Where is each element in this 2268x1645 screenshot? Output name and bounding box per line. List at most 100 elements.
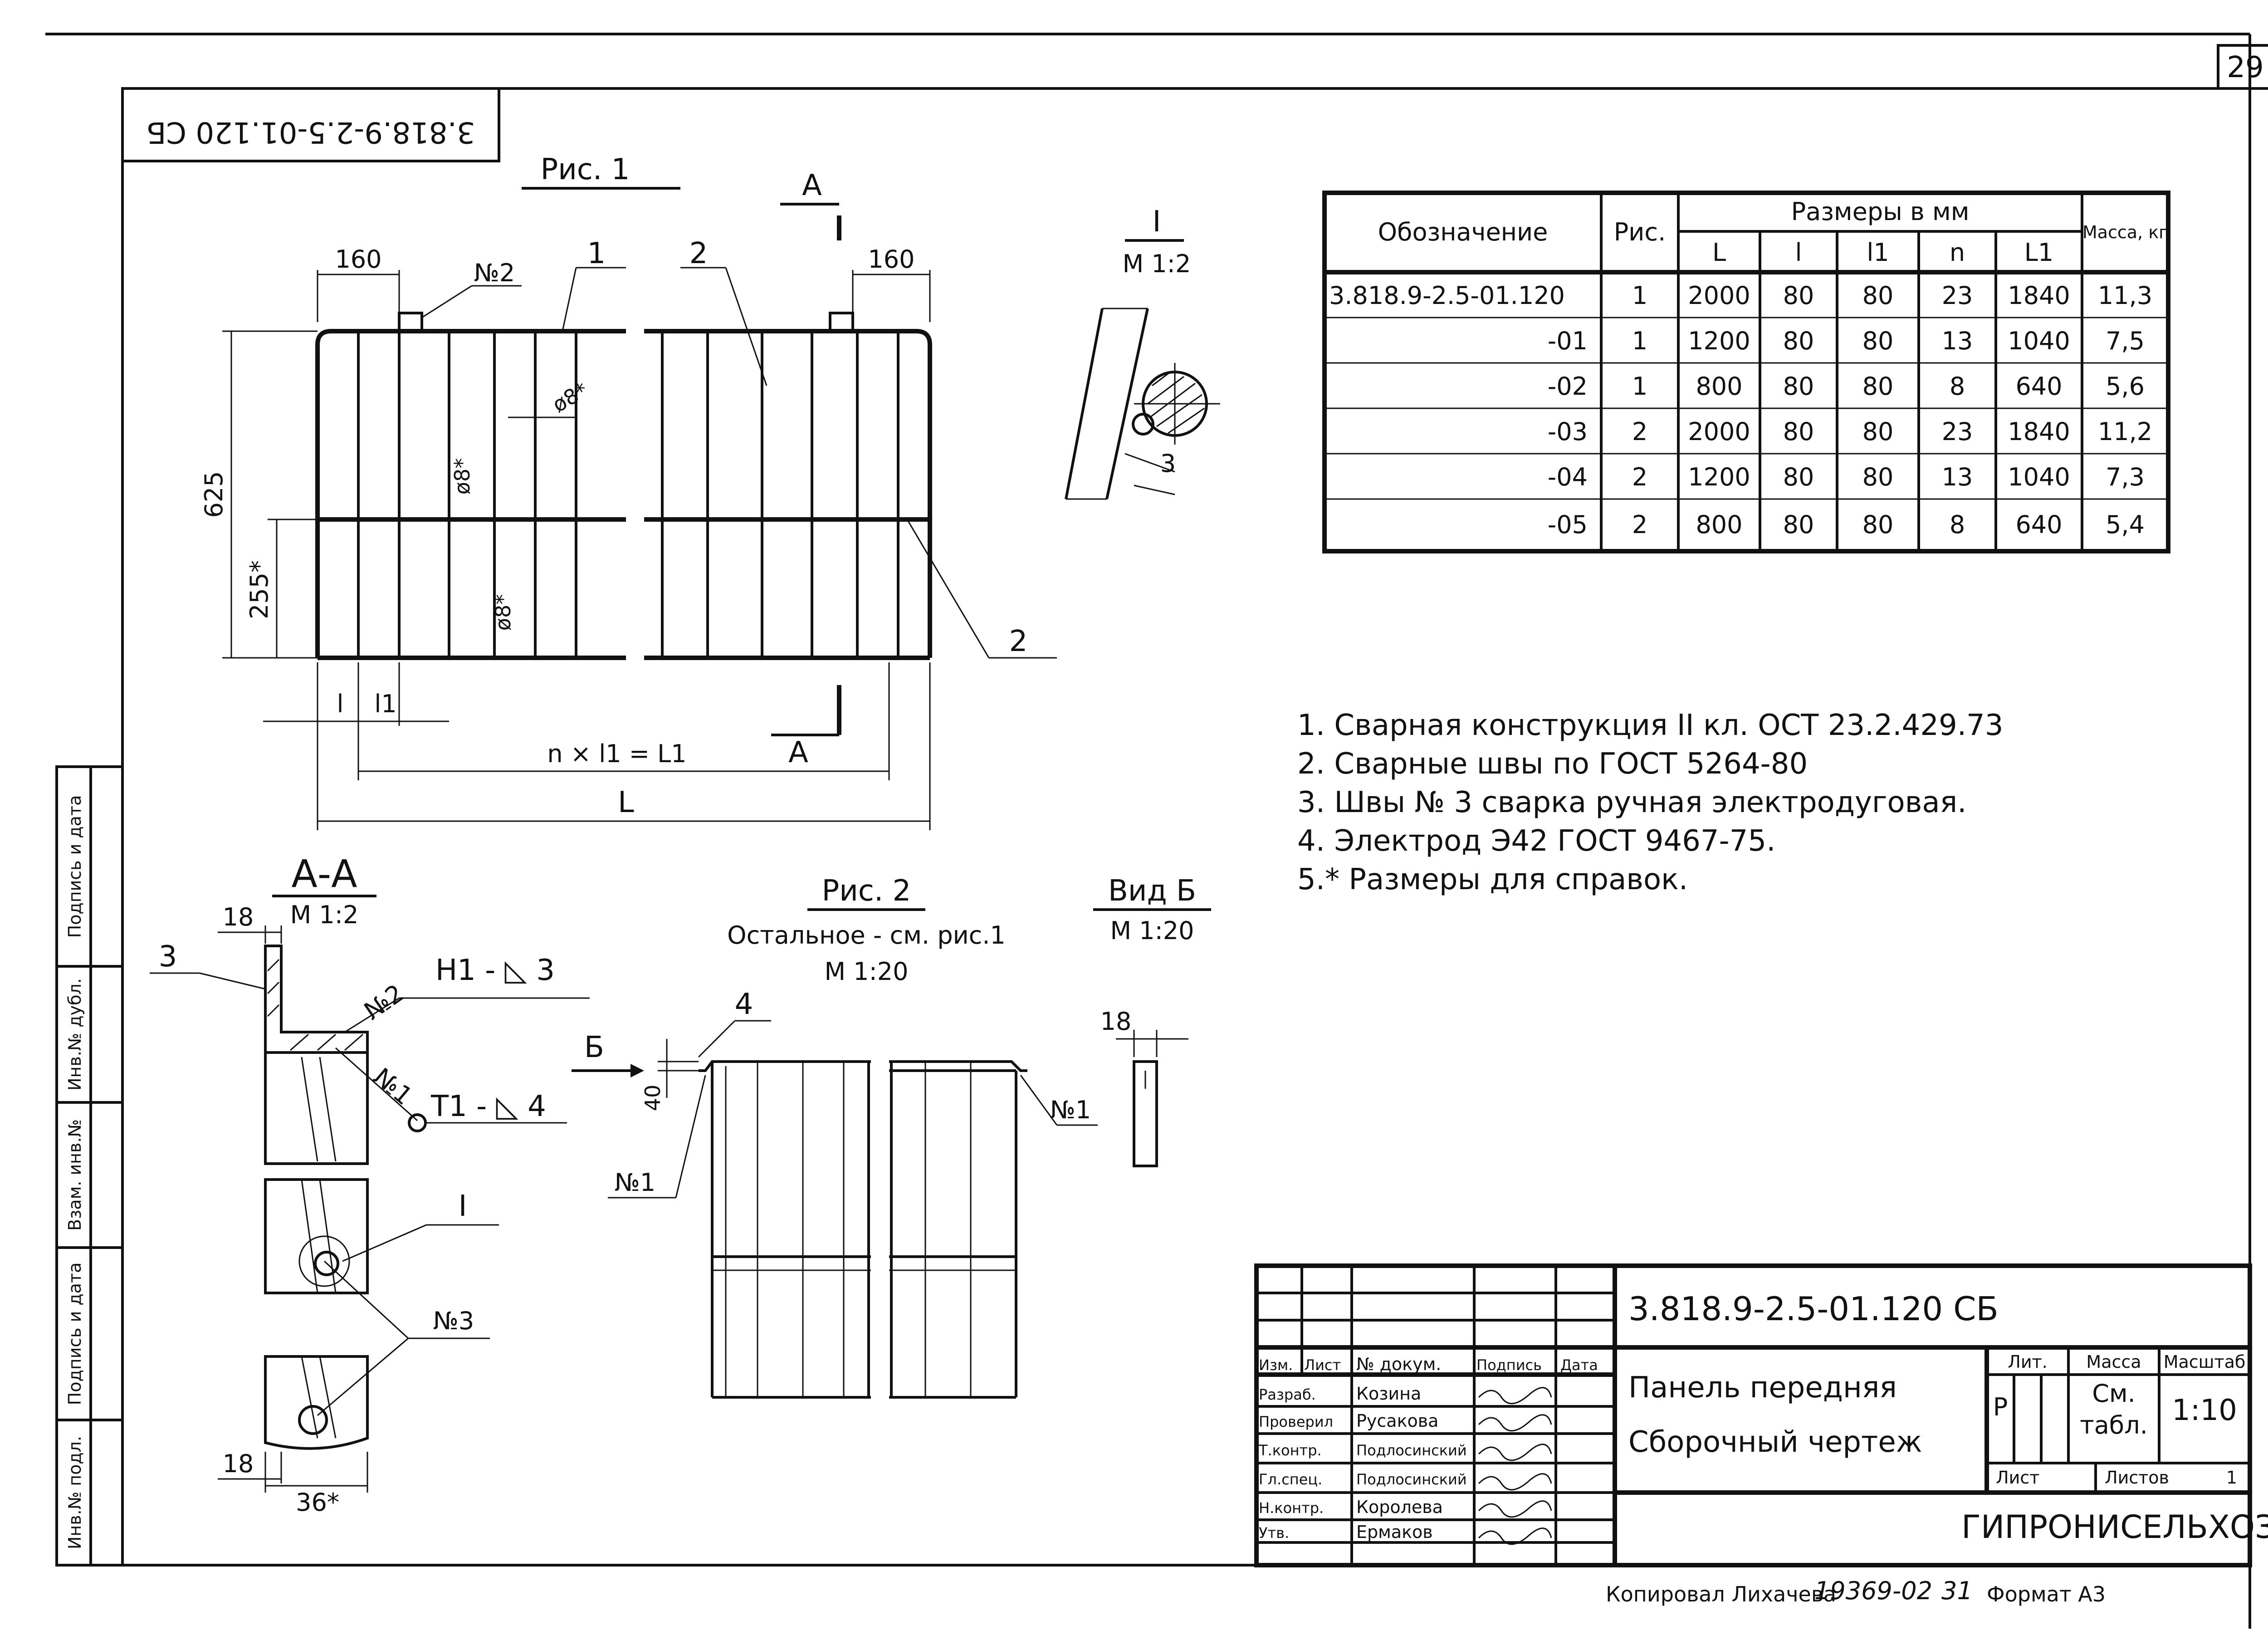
- note-3: 3. Швы № 3 сварка ручная электродуговая.: [1297, 786, 1966, 819]
- section-aa-dim-36: 36*: [296, 1488, 339, 1517]
- cell-n: 8: [1950, 372, 1965, 401]
- cell-L: 2000: [1688, 281, 1750, 310]
- fig1-weld-no2: №2: [474, 259, 515, 287]
- section-aa-dim-18-top: 18: [223, 903, 254, 931]
- footer-format: Формат А3: [1987, 1582, 2106, 1606]
- cell-l: 80: [1783, 327, 1814, 355]
- cell-L1: 1040: [2008, 463, 2070, 491]
- stamp-inv-podl: Инв.№ подл.: [65, 1436, 85, 1549]
- title-lit-label: Лит.: [2008, 1352, 2048, 1372]
- cell-n: 13: [1942, 463, 1973, 491]
- cell-designation: -05: [1548, 510, 1588, 539]
- cell-l: 80: [1783, 510, 1814, 539]
- title-hdr-izm: Изм.: [1259, 1356, 1293, 1374]
- cell-L: 2000: [1688, 417, 1750, 446]
- variants-table: Обозначение Рис. Размеры в мм Масса, кг …: [1322, 191, 2170, 553]
- cell-mass: 7,5: [2106, 327, 2145, 355]
- fig1-rod-dia-1: ø8*: [548, 378, 592, 417]
- table-row: -02 1 800 80 80 8 640 5,6: [1548, 372, 2145, 401]
- title-name: Ермаков: [1356, 1522, 1433, 1542]
- section-aa-pos-3: 3: [159, 940, 177, 974]
- side-stamp: Подпись и дата Инв.№ дубл. Взам. инв.№ П…: [55, 765, 124, 1567]
- cell-fig: 2: [1632, 463, 1647, 491]
- view-b-scale: М 1:20: [1110, 916, 1194, 945]
- sheet-number: 29: [2227, 51, 2263, 84]
- view-b-title: Вид Б: [1108, 874, 1196, 908]
- fig1-rods-right: [661, 331, 899, 658]
- title-name: Подлосинский: [1356, 1471, 1467, 1488]
- cell-L: 1200: [1688, 463, 1750, 491]
- cell-designation: -01: [1548, 327, 1588, 355]
- cell-l: 80: [1783, 281, 1814, 310]
- cell-mass: 5,4: [2106, 510, 2145, 539]
- cell-L: 800: [1696, 510, 1742, 539]
- table-sub-l1: l1: [1867, 238, 1889, 267]
- title-role: Н.контр.: [1259, 1499, 1324, 1517]
- fig2-weld-no1-left: №1: [615, 1168, 656, 1197]
- weld-callout-1: Н1 - ◺ 3: [435, 954, 555, 987]
- cell-fig: 2: [1632, 510, 1647, 539]
- title-mass-value-1: См.: [2092, 1379, 2136, 1408]
- fig1-section-mark-a2: А: [788, 736, 808, 769]
- title-mass-value-2: табл.: [2080, 1411, 2148, 1439]
- fig1-dim-255: 255*: [245, 560, 274, 619]
- title-name-line1: Панель передняя: [1628, 1371, 1897, 1405]
- note-2: 2. Сварные швы по ГОСТ 5264-80: [1297, 747, 1808, 781]
- fig1-pos-2: 2: [689, 237, 708, 270]
- fig1-pos-2b: 2: [1009, 625, 1028, 658]
- title-mass-label: Масса: [2086, 1352, 2141, 1372]
- fig1-section-mark-a: А: [802, 169, 822, 202]
- title-block: 3.818.9-2.5-01.120 СБ Панель передняя Сб…: [1254, 1263, 2268, 1567]
- section-aa-weld-no3: №3: [433, 1307, 474, 1335]
- title-doc-code: 3.818.9-2.5-01.120 СБ: [1628, 1290, 1999, 1328]
- stamp-podpis-data-1: Подпись и дата: [65, 1263, 85, 1405]
- cell-L1: 1840: [2008, 281, 2070, 310]
- title-hdr-list: Лист: [1304, 1356, 1341, 1374]
- note-5: 5.* Размеры для справок.: [1297, 863, 1688, 896]
- cell-designation: 3.818.9-2.5-01.120: [1329, 281, 1565, 310]
- table-sub-L: L: [1712, 238, 1726, 267]
- title-role: Проверил: [1259, 1413, 1333, 1430]
- title-name: Королева: [1356, 1497, 1443, 1517]
- table-row: 3.818.9-2.5-01.120 1 2000 80 80 23 1840 …: [1329, 281, 2152, 310]
- cell-mass: 11,2: [2098, 417, 2152, 446]
- fig1-rods-left: [357, 331, 577, 658]
- detail-I: I М 1:2 3: [1065, 205, 1220, 500]
- table-row: -05 2 800 80 80 8 640 5,4: [1548, 510, 2145, 539]
- fig2-note: Остальное - см. рис.1: [727, 921, 1006, 950]
- cell-L: 800: [1696, 372, 1742, 401]
- cell-l1: 80: [1862, 510, 1894, 539]
- fig1-dim-160-left: 160: [335, 245, 381, 274]
- cell-n: 8: [1950, 510, 1965, 539]
- cell-designation: -02: [1548, 372, 1588, 401]
- cell-fig: 1: [1632, 281, 1647, 310]
- fig1-title: Рис. 1: [541, 153, 630, 186]
- footer-copied-by: Копировал Лихачева: [1606, 1582, 1836, 1606]
- cell-L: 1200: [1688, 327, 1750, 355]
- note-4: 4. Электрод Э42 ГОСТ 9467-75.: [1297, 824, 1775, 858]
- fig2-dim-40: 40: [640, 1085, 665, 1111]
- detail-I-dim-3: 3: [1160, 449, 1176, 478]
- cell-fig: 1: [1632, 327, 1647, 355]
- table-sub-l: l: [1795, 238, 1802, 267]
- table-row: -01 1 1200 80 80 13 1040 7,5: [1548, 327, 2145, 355]
- figure-1: Рис. 1 160: [200, 153, 1057, 830]
- title-role: Гл.спец.: [1259, 1471, 1322, 1488]
- title-scale-label: Масштаб: [2164, 1352, 2246, 1372]
- table-header-mass: Масса, кг: [2082, 222, 2168, 242]
- fig1-rod-dia-3: ø8*: [491, 594, 515, 631]
- cell-mass: 11,3: [2098, 281, 2152, 310]
- fig1-dim-160-right: 160: [868, 245, 914, 274]
- stamp-inv-dubl: Инв.№ дубл.: [65, 978, 85, 1091]
- cell-designation: -04: [1548, 463, 1588, 491]
- title-name: Козина: [1356, 1384, 1421, 1404]
- title-sheet-label: Лист: [1996, 1468, 2039, 1488]
- cell-L1: 1040: [2008, 327, 2070, 355]
- section-aa-title: А-А: [291, 852, 357, 896]
- cell-mass: 5,6: [2106, 372, 2145, 401]
- cell-designation: -03: [1548, 417, 1588, 446]
- fig1-dim-small-l1: l1: [374, 690, 396, 718]
- table-sub-n: n: [1950, 238, 1965, 267]
- table-header-designation: Обозначение: [1378, 218, 1548, 246]
- title-lit-value: Р: [1993, 1393, 2008, 1421]
